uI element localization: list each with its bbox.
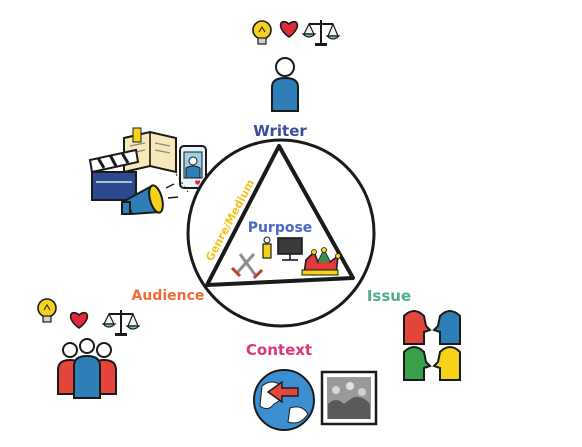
person-icon <box>271 57 299 112</box>
lightbulb-icon <box>37 298 57 323</box>
jester-hat-icon <box>301 247 341 276</box>
writer-icons <box>252 19 340 112</box>
rhetorical-triangle <box>205 144 355 287</box>
label-audience: Audience <box>132 288 205 304</box>
swords-icon <box>230 252 264 280</box>
audience-icons <box>37 298 140 399</box>
label-context: Context <box>246 341 312 359</box>
clapboard-icon <box>88 148 140 201</box>
scales-icon <box>302 19 340 47</box>
label-writer: Writer <box>253 122 307 140</box>
lightbulb-icon <box>252 20 272 45</box>
label-issue: Issue <box>367 287 411 305</box>
photo-icon <box>320 370 378 426</box>
genre-icons <box>88 127 207 216</box>
scales-icon <box>102 309 140 337</box>
globe-icon <box>253 369 315 431</box>
label-purpose: Purpose <box>248 220 313 236</box>
crowd-icon <box>57 338 117 399</box>
phone-icon <box>179 145 207 189</box>
heart-icon <box>279 20 299 38</box>
heart-icon <box>69 311 89 329</box>
computer-icon <box>262 236 303 261</box>
megaphone-icon <box>121 183 179 216</box>
speech-heads-icon <box>403 310 461 381</box>
